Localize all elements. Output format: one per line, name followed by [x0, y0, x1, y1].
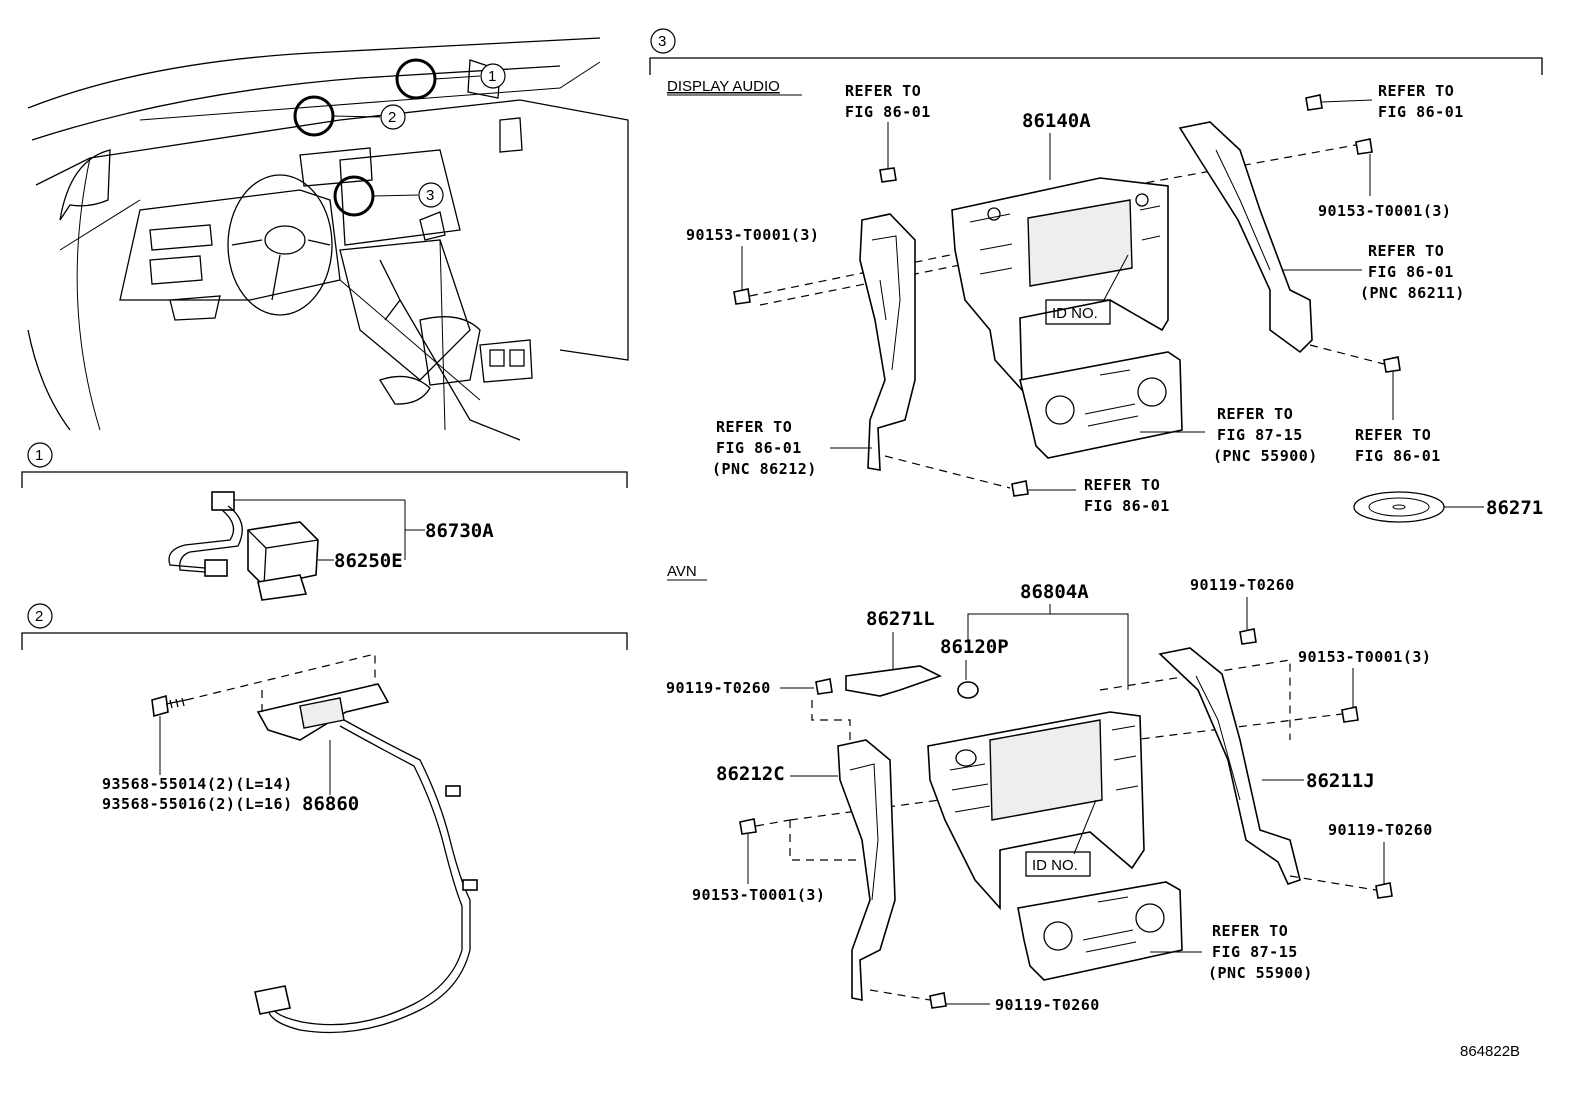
- bolt-icon: [151, 694, 169, 718]
- section-number: 2: [35, 608, 43, 625]
- refer-text: FIG 86-01: [716, 439, 802, 457]
- bracket-86211j: [1158, 647, 1301, 885]
- avn-heading: AVN: [667, 563, 697, 580]
- location-marker-3: [333, 175, 375, 217]
- figure-id: 864822B: [1460, 1043, 1520, 1060]
- screw-icon: [1011, 480, 1029, 497]
- bracket-86271l: [845, 665, 943, 697]
- part-90153-T0001-label: 90153-T0001(3): [686, 226, 819, 244]
- section-number: 3: [658, 33, 666, 50]
- screw-icon: [733, 288, 751, 305]
- section-1: 1 86730A 86250E: [21, 442, 628, 601]
- refer-text: (PNC 55900): [1213, 447, 1318, 465]
- part-86730A-label: 86730A: [425, 520, 494, 542]
- part-86271-label: 86271: [1486, 497, 1543, 519]
- part-86250E-label: 86250E: [334, 550, 403, 572]
- part-86271L-label: 86271L: [866, 608, 935, 630]
- location-marker-2: [293, 95, 335, 137]
- id-number-label: ID NO.: [1032, 857, 1078, 874]
- part-93568-55014-label: 93568-55014(2)(L=14): [102, 775, 293, 793]
- part-86804A-label: 86804A: [1020, 581, 1089, 603]
- part-86120P-label: 86120P: [940, 636, 1009, 658]
- part-90119-T0260-label: 90119-T0260: [1328, 821, 1433, 839]
- disc-86271: [1353, 491, 1445, 523]
- callout-number: 2: [388, 109, 396, 126]
- part-90119-T0260-label: 90119-T0260: [666, 679, 771, 697]
- bracket-86212c: [837, 739, 896, 1001]
- screw-icon: [1375, 882, 1393, 899]
- refer-text: REFER TO: [1212, 922, 1288, 940]
- refer-text: REFER TO: [845, 82, 921, 100]
- screw-icon: [739, 818, 757, 835]
- refer-text: REFER TO: [1368, 242, 1444, 260]
- part-90153-T0001-label: 90153-T0001(3): [1298, 648, 1431, 666]
- bracket-right: [1178, 121, 1313, 354]
- refer-text: FIG 86-01: [1378, 103, 1464, 121]
- refer-text: FIG 87-15: [1217, 426, 1303, 444]
- refer-text: REFER TO: [716, 418, 792, 436]
- refer-text: REFER TO: [1217, 405, 1293, 423]
- part-90153-T0001-label: 90153-T0001(3): [1318, 202, 1451, 220]
- refer-text: (PNC 86211): [1360, 284, 1465, 302]
- refer-text: FIG 86-01: [1355, 447, 1441, 465]
- part-86860-label: 86860: [302, 793, 359, 815]
- refer-text: REFER TO: [1084, 476, 1160, 494]
- part-90119-T0260-label: 90119-T0260: [1190, 576, 1295, 594]
- refer-text: FIG 87-15: [1212, 943, 1298, 961]
- bracket-left: [859, 213, 916, 471]
- display-screen: [1027, 199, 1133, 287]
- climate-panel: [1017, 881, 1183, 981]
- vehicle-interior-illustration: 1 2 3: [27, 37, 629, 441]
- section-3: 3 DISPLAY AUDIO REFER TO FIG 86-01 86140…: [649, 28, 1543, 1060]
- location-marker-1: [395, 58, 437, 100]
- part-86212C-label: 86212C: [716, 763, 785, 785]
- id-number-label: ID NO.: [1052, 305, 1098, 322]
- display-audio-heading: DISPLAY AUDIO: [667, 78, 780, 95]
- refer-text: FIG 86-01: [845, 103, 931, 121]
- refer-text: REFER TO: [1378, 82, 1454, 100]
- part-93568-55016-label: 93568-55016(2)(L=16): [102, 795, 293, 813]
- section-number: 1: [35, 447, 43, 464]
- screw-icon: [929, 992, 947, 1009]
- part-90153-T0001-label: 90153-T0001(3): [692, 886, 825, 904]
- screw-icon: [1305, 94, 1323, 111]
- refer-text: REFER TO: [1355, 426, 1431, 444]
- refer-text: (PNC 55900): [1208, 964, 1313, 982]
- part-86211J-label: 86211J: [1306, 770, 1375, 792]
- refer-text: FIG 86-01: [1084, 497, 1170, 515]
- screw-icon: [1239, 628, 1257, 645]
- section-2: 2 93568-55014(2)(L=14) 93568-55016(2)(L=…: [21, 603, 628, 1034]
- screw-icon: [1383, 356, 1401, 373]
- screw-icon: [879, 167, 897, 183]
- module-86250e: [247, 521, 319, 587]
- refer-text: FIG 86-01: [1368, 263, 1454, 281]
- screw-icon: [815, 678, 833, 695]
- knob-86120p: [957, 681, 979, 699]
- part-86140A-label: 86140A: [1022, 110, 1091, 132]
- screw-icon: [1355, 138, 1373, 155]
- part-90119-T0260-label: 90119-T0260: [995, 996, 1100, 1014]
- connector: [254, 985, 291, 1015]
- callout-number: 3: [426, 187, 434, 204]
- screw-icon: [1341, 706, 1359, 723]
- callout-number: 1: [488, 68, 496, 85]
- refer-text: (PNC 86212): [712, 460, 817, 478]
- display-screen: [989, 719, 1103, 821]
